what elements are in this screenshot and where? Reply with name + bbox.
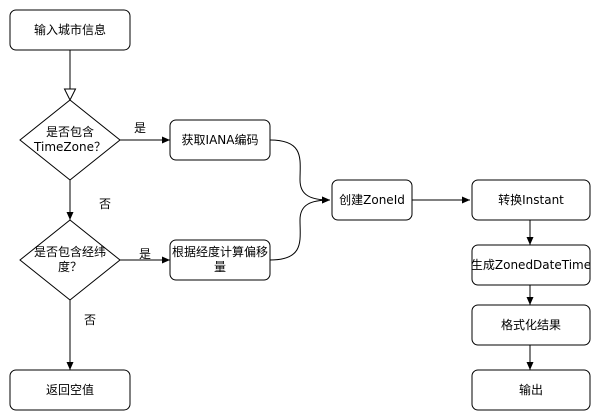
node-calc-offset-label-line1: 根据经度计算偏移: [172, 244, 268, 259]
node-return-null: 返回空值: [9, 369, 131, 411]
edge-iana-to-zoneid: [269, 139, 331, 204]
edge-label-latlon-yes: 是: [139, 247, 151, 261]
node-format-result: 格式化结果: [471, 304, 591, 346]
edge-label-timezone-no: 否: [99, 197, 111, 211]
node-to-instant: 转换Instant: [471, 179, 591, 221]
node-calc-offset-label-line2: 量: [214, 260, 226, 274]
node-to-instant-label: 转换Instant: [498, 192, 564, 207]
node-input-city: 输入城市信息: [9, 9, 131, 51]
node-gen-zoneddatetime-label: 生成ZonedDateTime: [471, 258, 591, 272]
node-output: 输出: [471, 369, 591, 411]
decision-has-latlon-label-line1: 是否包含经纬: [34, 244, 106, 259]
node-calc-offset: 根据经度计算偏移 量: [169, 239, 271, 281]
node-create-zoneid: 创建ZoneId: [331, 179, 413, 221]
edge-offset-to-zoneid: [269, 196, 331, 261]
decision-has-latlon-label-line2: 度？: [58, 259, 82, 274]
node-create-zoneid-label: 创建ZoneId: [339, 193, 405, 207]
decision-has-latlon: 是否包含经纬 度？: [19, 219, 121, 301]
node-return-null-label: 返回空值: [46, 382, 94, 397]
decision-has-timezone: 是否包含 TimeZone？: [19, 99, 121, 181]
decision-has-timezone-label-line2: TimeZone？: [33, 140, 106, 154]
node-output-label: 输出: [519, 382, 543, 397]
node-input-city-label: 输入城市信息: [34, 22, 106, 37]
edge-label-latlon-no: 否: [84, 313, 96, 327]
node-get-iana-label: 获取IANA编码: [182, 132, 259, 147]
node-get-iana: 获取IANA编码: [169, 119, 271, 161]
decision-has-timezone-label-line1: 是否包含: [46, 124, 94, 139]
node-format-result-label: 格式化结果: [501, 317, 561, 332]
node-gen-zoneddatetime: 生成ZonedDateTime: [471, 244, 591, 286]
edge-label-timezone-yes: 是: [134, 121, 146, 135]
